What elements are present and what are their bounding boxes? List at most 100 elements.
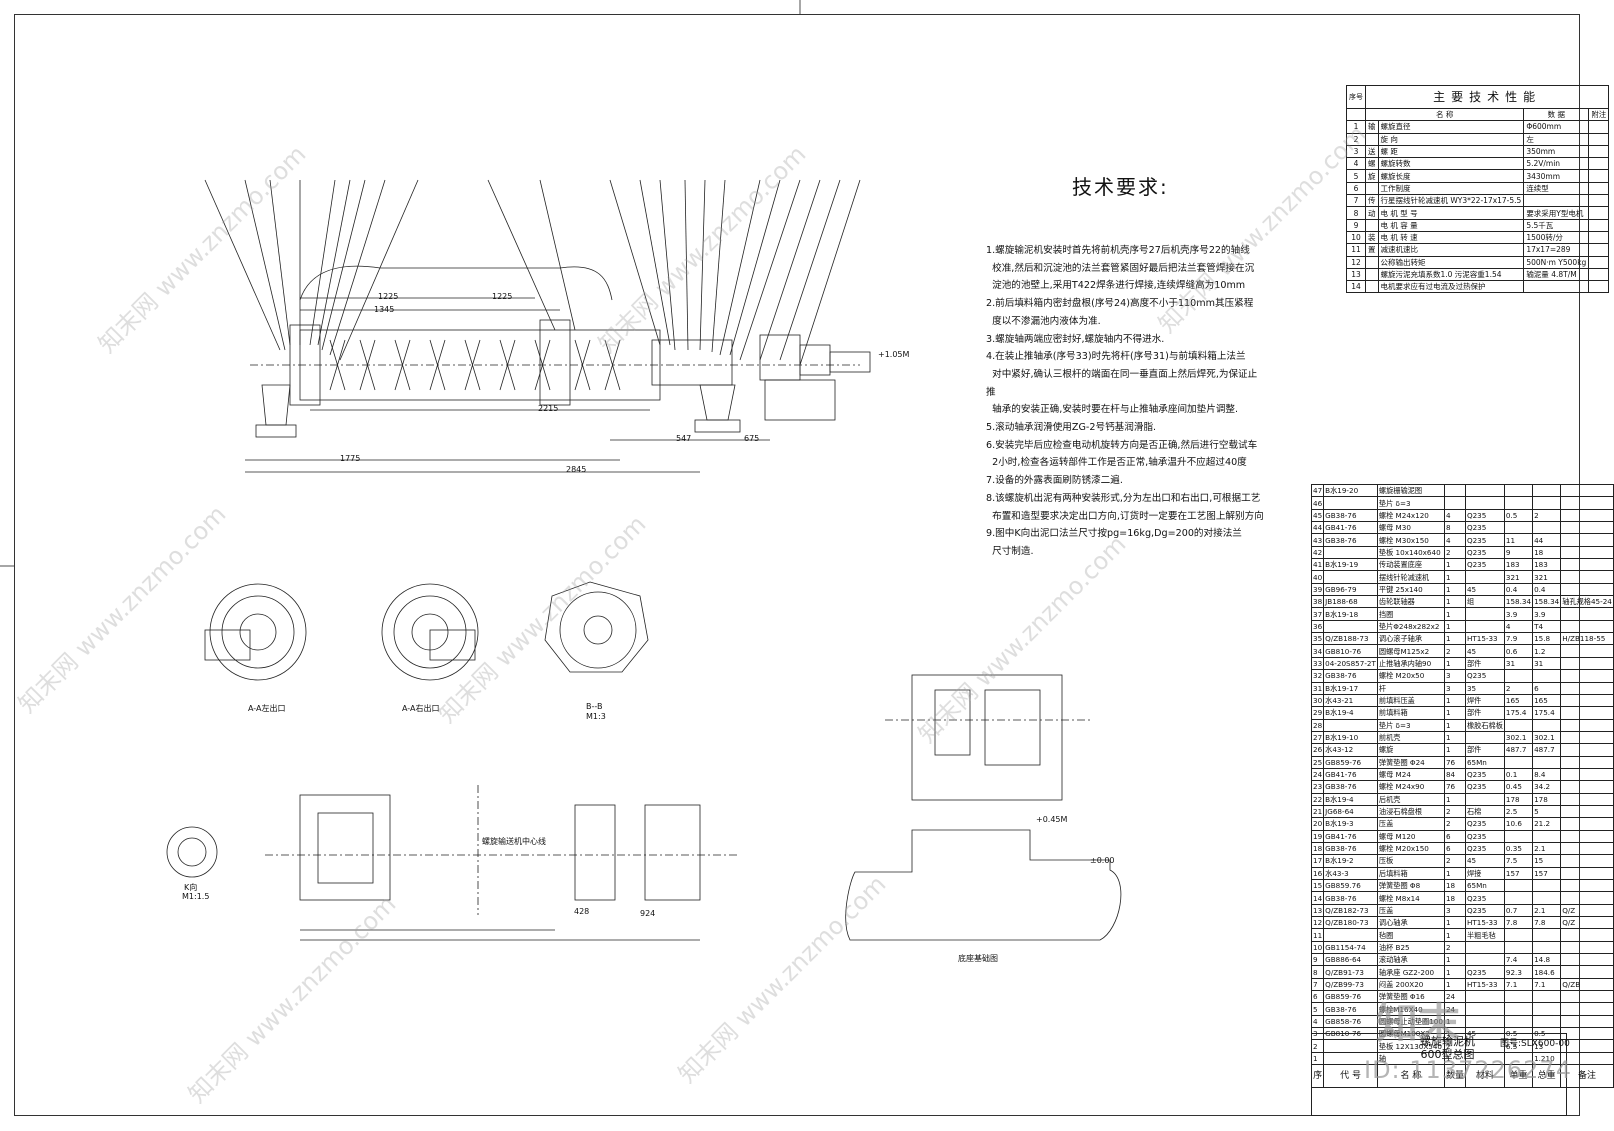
perf-cell-note (1588, 120, 1610, 134)
bom-cell: 螺栓 M24x120 (1376, 508, 1445, 523)
bom-cell: 32 (1310, 669, 1325, 683)
dim-5: 1345 (374, 305, 395, 314)
bom-cell: 24 (1443, 990, 1466, 1004)
bom-cell: 1 (1443, 792, 1466, 806)
perf-cell-data (1523, 280, 1590, 294)
bom-cell (1323, 718, 1378, 732)
bom-cell: 传动装置底座 (1376, 558, 1445, 572)
perf-cell-note (1588, 181, 1610, 196)
bom-cell: 6 (1532, 681, 1562, 695)
bom-cell: 弹簧垫圈 Φ24 (1376, 755, 1445, 769)
bom-cell (1560, 854, 1614, 868)
bom-cell: 30 (1310, 693, 1325, 708)
perf-cell-data: 要求采用Y型电机 (1523, 206, 1590, 220)
bom-cell: 毡圈 (1376, 928, 1445, 942)
bom-cell: Q235 (1464, 817, 1505, 831)
bom-cell: 2 (1443, 854, 1466, 868)
bom-cell: 3 (1443, 903, 1466, 918)
bom-cell (1532, 990, 1562, 1004)
bom-cell (1464, 730, 1505, 745)
bom-cell (1532, 829, 1562, 843)
bom-cell (1560, 866, 1614, 881)
bom-cell: HT15-33 (1464, 977, 1505, 992)
bom-cell: 13 (1310, 903, 1325, 918)
bom-cell: 0.35 (1503, 841, 1534, 856)
bom-cell (1503, 496, 1534, 510)
bom-cell: 部件 (1464, 656, 1505, 671)
dim-10: 924 (640, 909, 656, 918)
bom-cell: 157 (1532, 866, 1562, 881)
bom-cell (1560, 965, 1614, 979)
bom-cell: B水19-4 (1323, 792, 1378, 806)
bom-cell: 41 (1310, 558, 1325, 572)
bom-cell: GB38-76 (1323, 669, 1378, 683)
brand-watermark: 知末 (1376, 999, 1461, 1048)
bom-cell (1560, 1051, 1614, 1066)
perf-cell-name: 电机要求应有过电流及过热保护 (1377, 280, 1525, 294)
bom-cell (1464, 1002, 1505, 1016)
bom-cell: 组 (1464, 595, 1505, 609)
bom-cell: 8 (1443, 521, 1466, 535)
perf-col-note: 附注 (1588, 107, 1610, 122)
bom-cell: 39 (1310, 582, 1325, 597)
bom-cell: 18 (1310, 841, 1325, 856)
bom-cell: GB41-76 (1323, 521, 1378, 535)
bom-cell: 7 (1310, 977, 1325, 992)
bom-cell (1464, 483, 1505, 498)
bom-cell: 2.1 (1532, 903, 1562, 918)
bom-cell (1560, 780, 1614, 794)
perf-cell-group: 装 (1365, 230, 1379, 245)
bom-cell: 垫片Φ248x282x2 (1376, 619, 1445, 634)
bom-cell: 螺母 M30 (1376, 521, 1445, 535)
bom-cell: 178 (1503, 792, 1534, 806)
bom-cell: Q235 (1464, 767, 1505, 782)
perf-cell-group (1365, 280, 1379, 294)
bom-cell: 4 (1503, 619, 1534, 634)
bom-cell (1503, 718, 1534, 732)
bom-cell: 调心滚子轴承 (1376, 632, 1445, 646)
bom-cell (1560, 829, 1614, 843)
bom-cell: 321 (1503, 570, 1534, 584)
bom-cell (1560, 483, 1614, 498)
dim-1: 1775 (340, 454, 361, 463)
bom-cell: 0.5 (1503, 508, 1534, 523)
perf-cell-no: 2 (1346, 132, 1366, 146)
bom-cell: 螺栓 M8x14 (1376, 891, 1445, 905)
bom-cell (1560, 607, 1614, 621)
perf-title: 主要技术性能 (1364, 85, 1610, 109)
bom-cell (1503, 521, 1534, 535)
bom-cell: 7.8 (1503, 916, 1534, 930)
bom-cell: GB38-76 (1323, 780, 1378, 794)
bom-cell: 45 (1464, 854, 1505, 868)
bom-cell: 垫片 δ=3 (1376, 718, 1445, 732)
bom-cell: Q235 (1464, 829, 1505, 843)
bom-cell: 4 (1443, 533, 1466, 547)
bom-cell (1464, 953, 1505, 967)
bom-cell: 挡圈 (1376, 607, 1445, 621)
bom-cell (1532, 878, 1562, 893)
bom-cell: 42 (1310, 545, 1325, 560)
bom-cell: 水43-21 (1323, 693, 1378, 708)
bom-cell (1503, 878, 1534, 893)
bom-cell: 15 (1532, 854, 1562, 868)
bom-cell: 7.1 (1503, 977, 1534, 992)
bom-cell: 12 (1310, 916, 1325, 930)
bom-cell: 螺旋 (1376, 743, 1445, 757)
bom-cell (1532, 928, 1562, 942)
dim-7: 547 (676, 434, 692, 443)
perf-cell-note (1588, 194, 1610, 208)
bom-cell: 油浸石棉盘根 (1376, 804, 1445, 819)
bom-cell: 2 (1443, 804, 1466, 819)
bom-cell: 21 (1310, 804, 1325, 819)
bom-cell: 调心轴承 (1376, 916, 1445, 930)
bom-cell (1323, 545, 1378, 560)
bom-cell (1560, 718, 1614, 732)
